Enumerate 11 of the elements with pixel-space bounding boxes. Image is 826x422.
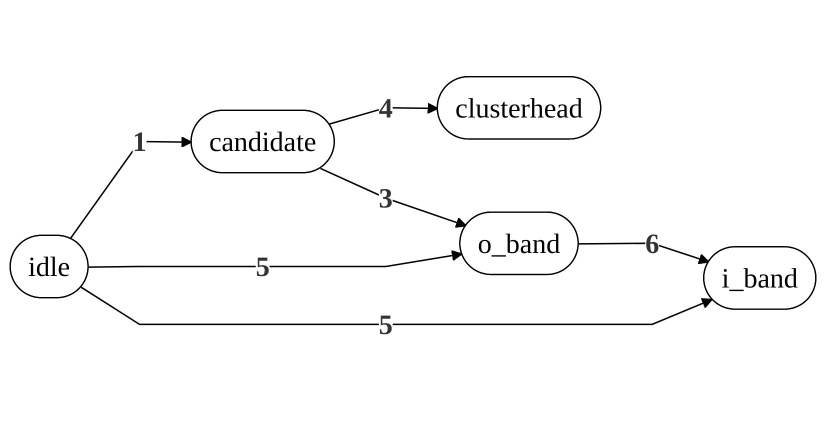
arrow [320, 168, 467, 228]
edge-label: 5 [378, 308, 393, 340]
edge-label: 4 [378, 92, 393, 124]
edge-label: 1 [132, 126, 147, 158]
edge-label: 3 [378, 182, 393, 214]
edge-label: 6 [645, 227, 660, 260]
arrow [70, 136, 192, 240]
arrow [578, 242, 710, 264]
edge-label: 5 [256, 250, 270, 282]
arrow [80, 286, 713, 326]
arrow [88, 250, 463, 268]
